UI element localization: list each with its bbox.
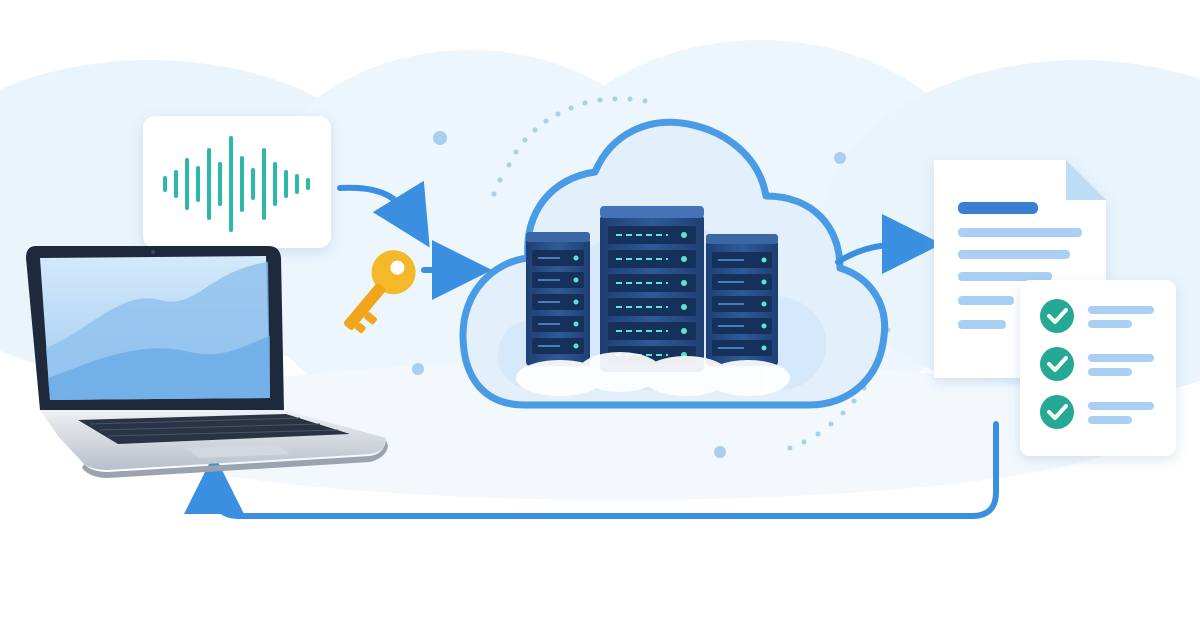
audio-waveform-icon [163, 136, 310, 232]
server-left [526, 232, 590, 366]
checklist-icon [1020, 280, 1176, 456]
arrow-audio-to-cloud [337, 180, 430, 248]
checklist-item [1040, 395, 1154, 429]
cloud-server-icon [459, 118, 889, 409]
audio-card [143, 116, 331, 248]
checklist-item [1040, 299, 1154, 333]
arrow-document-to-laptop [184, 421, 999, 519]
checklist-item [1040, 347, 1154, 381]
arrow-cloud-to-document [835, 214, 942, 275]
cloud-fog [516, 352, 790, 396]
server-right [706, 234, 778, 366]
server-center [600, 206, 704, 372]
laptop-icon [26, 246, 388, 478]
key-icon [343, 250, 416, 334]
